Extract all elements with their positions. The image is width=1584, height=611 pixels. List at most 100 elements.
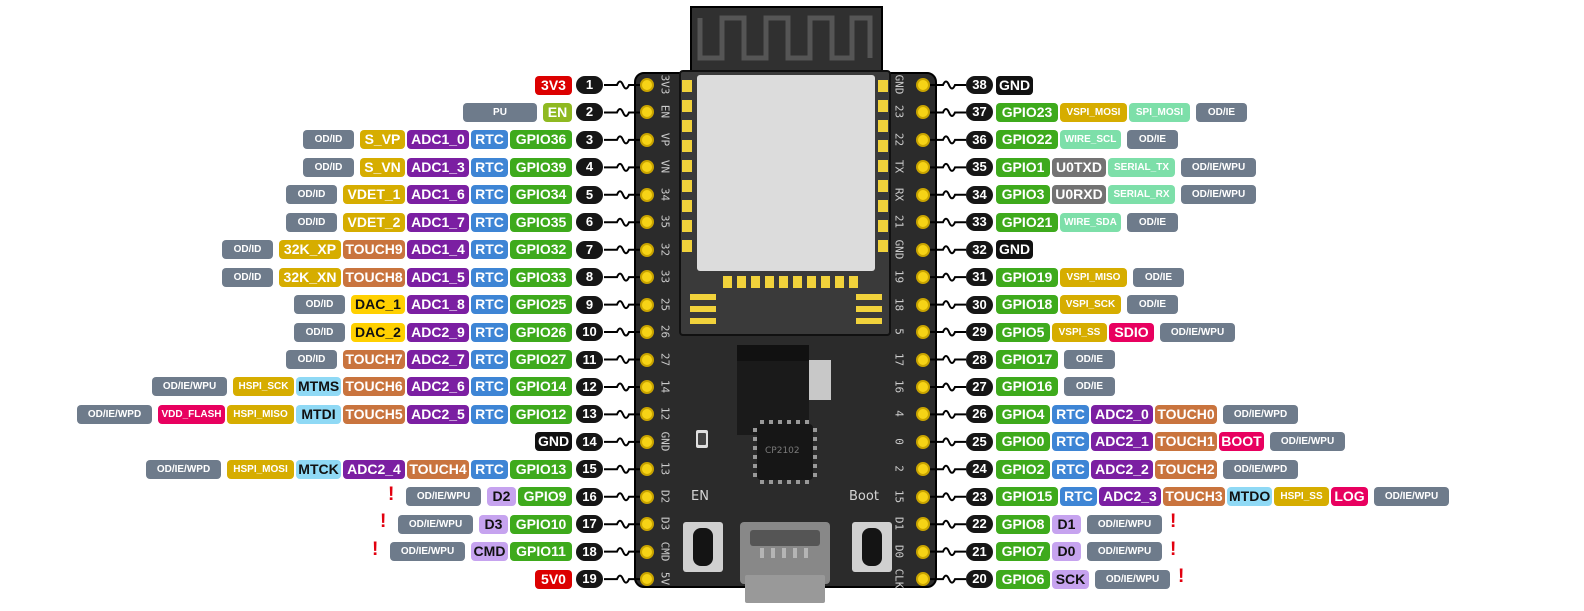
chip-pin — [760, 480, 764, 484]
chip-pin — [769, 420, 773, 424]
pin-number: 11 — [576, 350, 603, 369]
pin-function-label: 32K_XN — [279, 267, 341, 287]
pin-attribute-badge: OD/IE/WPD — [1223, 404, 1298, 424]
module-pad-corner — [856, 306, 882, 312]
pin-header-dot — [640, 242, 654, 257]
pin-function-label: TOUCH2 — [1155, 459, 1217, 479]
pin-header-dot — [640, 462, 654, 477]
pin-function-label: GPIO7 — [996, 542, 1050, 562]
pin-function-label: MTDI — [296, 404, 341, 424]
chip-pin — [753, 455, 757, 459]
silkscreen-label: GND — [892, 239, 906, 260]
pin-function-label: GPIO14 — [510, 377, 572, 397]
pin-number: 3 — [576, 130, 603, 149]
pin-attribute-badge: OD/IE/WPU — [390, 542, 465, 562]
pin-wire — [604, 355, 640, 364]
pin-function-label: RTC — [471, 459, 508, 479]
pin-attribute-badge: OD/IE — [1127, 295, 1178, 315]
silkscreen-label: 32 — [658, 242, 672, 256]
pin-function-label: GPIO22 — [996, 130, 1058, 150]
pin-number: 12 — [576, 377, 603, 396]
pin-function-label: VSPI_SCK — [1060, 295, 1121, 315]
usb-opening — [750, 530, 820, 546]
chip-pin — [753, 428, 757, 432]
pin-attribute-badge: OD/ID — [286, 212, 337, 232]
usb-uart-chip — [757, 424, 813, 480]
module-pad-right — [878, 240, 888, 252]
pin-function-label: GPIO12 — [510, 404, 572, 424]
pin-wire — [604, 519, 640, 529]
pin-function-label: GPIO4 — [996, 404, 1050, 424]
pin-function-label: GPIO23 — [996, 102, 1058, 122]
silkscreen-label: D1 — [892, 517, 906, 531]
pin-function-label: SDIO — [1109, 322, 1154, 342]
pin-wire — [604, 135, 640, 145]
pin-function-label: MTDO — [1227, 487, 1272, 507]
pin-function-label: TOUCH9 — [343, 240, 405, 260]
pin-attribute-badge: OD/IE — [1064, 377, 1115, 397]
silkscreen-label: 23 — [892, 105, 906, 119]
module-pad-left — [682, 240, 692, 252]
pin-header-dot — [916, 297, 930, 312]
pin-header-dot — [640, 379, 654, 394]
pin-header-dot — [640, 489, 654, 504]
silkscreen-label: 35 — [658, 215, 672, 229]
pin-function-label: GPIO2 — [996, 459, 1050, 479]
pin-header-dot — [640, 572, 654, 587]
pin-number: 25 — [966, 432, 993, 451]
pin-number: 36 — [966, 130, 993, 149]
pin-function-label: ADC1_3 — [407, 157, 469, 177]
pin-header-dot — [916, 462, 930, 477]
pin-wire — [930, 464, 966, 474]
module-pad-left — [682, 200, 692, 212]
module-pad-bottom — [821, 276, 830, 288]
pin-function-label: RTC — [471, 157, 508, 177]
module-pad-corner — [856, 294, 882, 300]
module-pad-left — [682, 180, 692, 192]
pin-function-label: SERIAL_TX — [1108, 157, 1175, 177]
pin-function-label: S_VP — [360, 130, 405, 150]
pin-function-label: VDD_FLASH — [158, 404, 225, 424]
silkscreen-label: TX — [892, 160, 906, 174]
pin-function-label: GPIO32 — [510, 240, 572, 260]
pin-header-dot — [916, 160, 930, 175]
pin-header-dot — [640, 105, 654, 120]
pin-header-dot — [916, 517, 930, 532]
chip-pin — [778, 420, 782, 424]
pin-number: 37 — [966, 103, 993, 122]
pin-wire — [604, 300, 640, 310]
pin-function-label: HSPI_SS — [1274, 487, 1329, 507]
chip-pin — [813, 428, 817, 432]
pin-wire — [604, 492, 640, 502]
pin-function-label: GPIO0 — [996, 432, 1050, 452]
pin-attribute-badge: OD/IE/WPU — [1095, 569, 1170, 589]
pin-header-dot — [640, 325, 654, 340]
pin-header-dot — [640, 78, 654, 92]
pin-function-label: ADC2_2 — [1091, 459, 1153, 479]
silkscreen-label: 14 — [658, 379, 672, 394]
pin-attribute-badge: OD/IE — [1127, 212, 1178, 232]
pin-function-label: GPIO34 — [510, 185, 572, 205]
pin-function-label: TOUCH7 — [343, 350, 405, 369]
pin-header-dot — [916, 78, 930, 92]
pin-number: 5 — [576, 185, 603, 204]
warning-icon: ! — [1170, 511, 1177, 533]
pin-function-label: GPIO11 — [510, 542, 572, 562]
pin-function-label: GPIO39 — [510, 157, 572, 177]
pin-function-label: GPIO33 — [510, 267, 572, 287]
chip-pin — [760, 420, 764, 424]
module-pad-bottom — [849, 276, 858, 288]
pin-function-label: GPIO25 — [510, 295, 572, 315]
pin-function-label: ADC1_0 — [407, 130, 469, 150]
pin-wire — [930, 519, 966, 529]
pin-number: 32 — [966, 240, 993, 259]
pin-function-label: GPIO36 — [510, 130, 572, 150]
warning-icon: ! — [1178, 566, 1185, 588]
pin-function-label: HSPI_SCK — [233, 377, 294, 397]
pin-number: 23 — [966, 487, 993, 506]
pin-wire — [604, 547, 640, 557]
pin-function-label: ADC2_5 — [407, 404, 469, 424]
pin-number: 20 — [966, 570, 993, 589]
pin-function-label: 32K_XP — [279, 240, 341, 260]
